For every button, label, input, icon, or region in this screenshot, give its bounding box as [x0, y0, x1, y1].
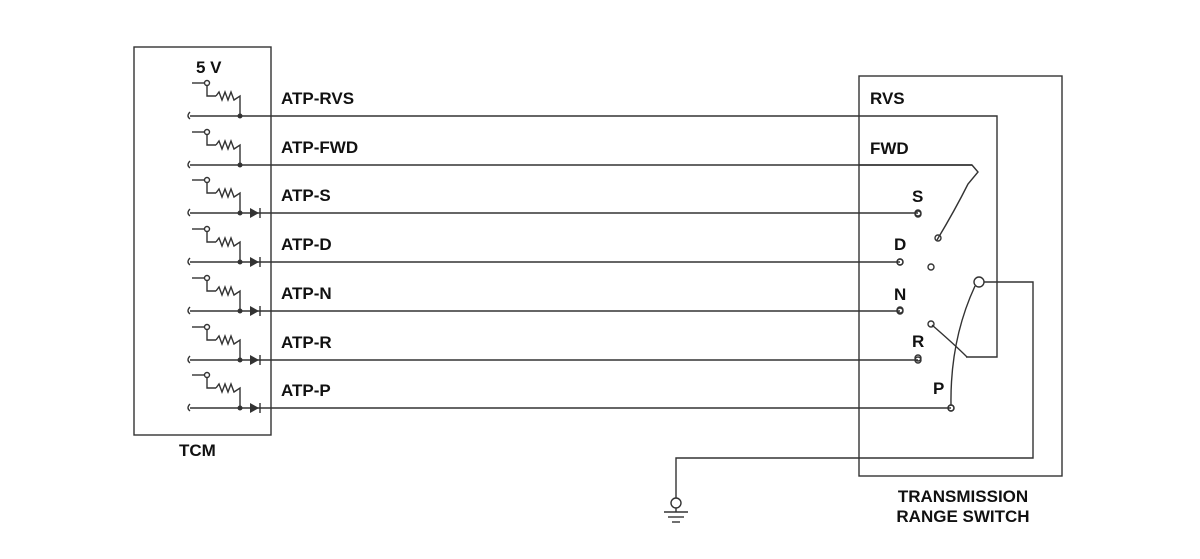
input-stub-atp-s: [187, 208, 191, 217]
range-switch-label-line1: TRANSMISSION: [898, 487, 1028, 506]
signal-label-atp-s: ATP-S: [281, 186, 331, 205]
range-switch-label-line2: RANGE SWITCH: [896, 507, 1029, 526]
pullup-resistor-atp-p: [215, 382, 241, 408]
contact-p: [947, 404, 955, 412]
contact-s: [914, 210, 922, 218]
input-stub-atp-p: [187, 403, 191, 412]
signal-rows: ATP-RVS ATP-FWD ATP-S ATP-D ATP-N ATP-R ATP-P: [187, 79, 972, 413]
supply-node-atp-n: [203, 274, 211, 282]
fwd-internal-wire: [859, 164, 979, 241]
signal-row-atp-p: ATP-P: [187, 371, 955, 413]
pullup-lead-atp-s: [206, 182, 216, 194]
contact-n: [896, 306, 904, 314]
pullup-lead-atp-rvs: [206, 85, 216, 97]
signal-label-atp-r: ATP-R: [281, 333, 332, 352]
pullup-resistor-atp-n: [215, 285, 241, 311]
pullup-lead-atp-p: [206, 377, 216, 389]
contact-d: [896, 258, 904, 266]
tcm-label: TCM: [179, 441, 216, 460]
contact-d-lower: [927, 263, 935, 271]
pullup-resistor-atp-rvs: [215, 90, 241, 116]
signal-label-atp-rvs: ATP-RVS: [281, 89, 354, 108]
tcm-box: [133, 46, 272, 436]
r-wiper: [931, 324, 968, 358]
supply-node-atp-r: [203, 323, 211, 331]
contact-label-rvs: RVS: [870, 89, 905, 108]
tcm-supply-label: 5 V: [196, 58, 222, 77]
supply-node-atp-rvs: [203, 79, 211, 87]
pullup-lead-atp-fwd: [206, 134, 216, 146]
supply-node-atp-p: [203, 371, 211, 379]
pullup-resistor-atp-s: [215, 187, 241, 213]
pullup-resistor-atp-d: [215, 236, 241, 262]
signal-row-atp-rvs: ATP-RVS: [187, 79, 859, 120]
input-stub-atp-d: [187, 257, 191, 266]
pullup-lead-atp-d: [206, 231, 216, 243]
wiper-pivot: [973, 276, 985, 288]
contact-d-upper: [934, 234, 942, 242]
signal-label-atp-fwd: ATP-FWD: [281, 138, 358, 157]
contact-label-p: P: [933, 379, 944, 398]
input-stub-atp-r: [187, 355, 191, 364]
input-stub-atp-rvs: [187, 111, 191, 120]
pullup-lead-atp-r: [206, 329, 216, 341]
supply-node-atp-s: [203, 176, 211, 184]
signal-label-atp-d: ATP-D: [281, 235, 332, 254]
main-wiper: [950, 285, 976, 406]
contact-label-n: N: [894, 285, 906, 304]
contact-label-s: S: [912, 187, 923, 206]
contact-r: [914, 354, 922, 362]
pullup-lead-atp-n: [206, 280, 216, 292]
rvs-internal-wire: [859, 115, 998, 358]
signal-row-atp-n: ATP-N: [187, 274, 904, 316]
input-stub-atp-n: [187, 306, 191, 315]
contact-r-upper: [927, 320, 935, 328]
signal-row-atp-fwd: ATP-FWD: [187, 128, 972, 169]
range-switch-box: [858, 75, 1063, 477]
input-stub-atp-fwd: [187, 160, 191, 169]
signal-row-atp-d: ATP-D: [187, 225, 904, 267]
ground-symbol-icon: [664, 497, 688, 523]
range-switch-mechanism: [675, 115, 1034, 498]
ground-wire: [675, 281, 1034, 498]
pullup-resistor-atp-fwd: [215, 139, 241, 165]
supply-node-atp-d: [203, 225, 211, 233]
signal-row-atp-r: ATP-R: [187, 323, 922, 365]
contact-label-r: R: [912, 332, 924, 351]
supply-node-atp-fwd: [203, 128, 211, 136]
signal-row-atp-s: ATP-S: [187, 176, 922, 218]
contact-label-fwd: FWD: [870, 139, 909, 158]
signal-label-atp-n: ATP-N: [281, 284, 332, 303]
signal-label-atp-p: ATP-P: [281, 381, 331, 400]
pullup-resistor-atp-r: [215, 334, 241, 360]
contact-label-d: D: [894, 235, 906, 254]
